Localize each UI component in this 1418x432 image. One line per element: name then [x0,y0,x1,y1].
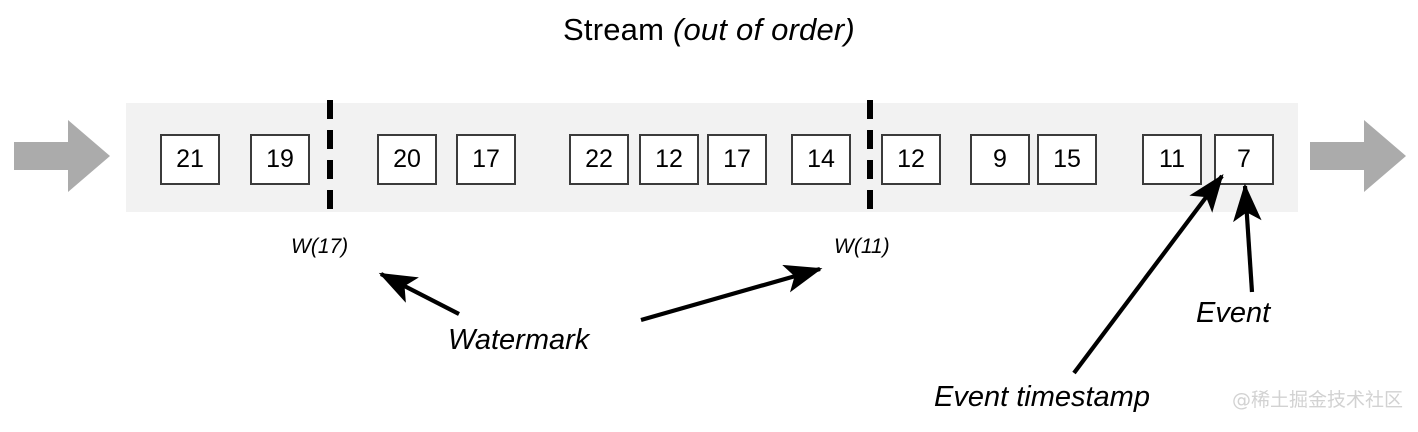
event-box: 11 [1142,134,1202,185]
watermark-separator-line [327,100,333,215]
stream-inflow-arrow-icon [14,120,110,197]
event-box: 19 [250,134,310,185]
arrow-watermark-to-w11 [640,264,823,323]
event-box: 12 [639,134,699,185]
watermark-separator-line [867,100,873,215]
title-qualifier: (out of order) [672,12,855,47]
title-main: Stream [563,12,673,47]
event-box: 9 [970,134,1030,185]
event-box: 14 [791,134,851,185]
callout-label-event: Event [1196,297,1271,329]
event-box: 21 [160,134,220,185]
event-box: 12 [881,134,941,185]
event-box: 17 [707,134,767,185]
event-box: 15 [1037,134,1097,185]
event-box: 7 [1214,134,1274,185]
watermark-label-w11: W(11) [834,235,890,258]
event-box: 22 [569,134,629,185]
event-box: 20 [377,134,437,185]
stream-outflow-arrow-icon [1310,120,1406,197]
callout-label-event-timestamp: Event timestamp [934,381,1150,413]
arrow-watermark-to-w17 [378,272,460,316]
page-title: Stream (out of order) [0,12,1418,48]
site-watermark: @稀土掘金技术社区 [1232,389,1404,411]
event-box: 17 [456,134,516,185]
watermark-label-w17: W(17) [291,235,349,258]
callout-label-watermark: Watermark [448,324,590,356]
